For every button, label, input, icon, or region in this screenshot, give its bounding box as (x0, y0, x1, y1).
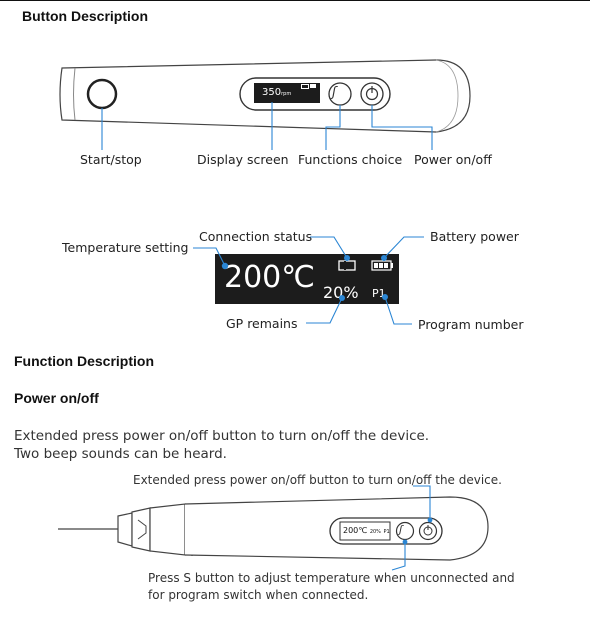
label-display-screen: Display screen (197, 152, 289, 167)
function-s-icon[interactable]: ʃ (332, 85, 337, 100)
label-power-on-off: Power on/off (414, 152, 492, 167)
bottom-screen-pct: 20% (369, 529, 381, 535)
bottom-screen-temp: 200℃ (343, 526, 368, 535)
lcd-temperature: 200℃ (224, 260, 315, 295)
bottom-screen-prog: P1 (383, 529, 390, 535)
section-heading-power-on-off: Power on/off (14, 390, 99, 406)
bottom-callout-top: Extended press power on/off button to tu… (133, 473, 502, 487)
bottom-screen-readout: 200℃ 20% P1 (343, 526, 390, 535)
top-screen-unit: rpm (281, 91, 292, 97)
bottom-callout-1: Press S button to adjust temperature whe… (148, 571, 515, 585)
label-temperature-setting: Temperature setting (62, 240, 189, 255)
top-screen-value: 350 (262, 87, 282, 98)
bottom-callout-2: for program switch when connected. (148, 588, 369, 602)
label-program-number: Program number (418, 317, 524, 332)
top-screen-link-icon (301, 84, 309, 89)
label-gp-remains: GP remains (226, 316, 298, 331)
top-screen-readout: 350rpm (262, 87, 291, 98)
section-heading-button-description: Button Description (22, 8, 148, 24)
label-battery-power: Battery power (430, 229, 519, 244)
bottom-function-s-icon[interactable]: ʃ (399, 523, 403, 536)
power-text-line-2: Two beep sounds can be heard. (14, 446, 227, 462)
top-screen-battery-icon (310, 84, 316, 88)
power-text-line-1: Extended press power on/off button to tu… (14, 428, 430, 444)
section-heading-function-description: Function Description (14, 353, 154, 369)
lcd-panel (215, 254, 399, 304)
lcd-gp-percent: 20% (323, 283, 359, 302)
label-functions-choice: Functions choice (298, 152, 403, 167)
top-rule (0, 0, 590, 1)
label-connection-status: Connection status (199, 229, 313, 244)
label-start-stop: Start/stop (80, 152, 142, 167)
